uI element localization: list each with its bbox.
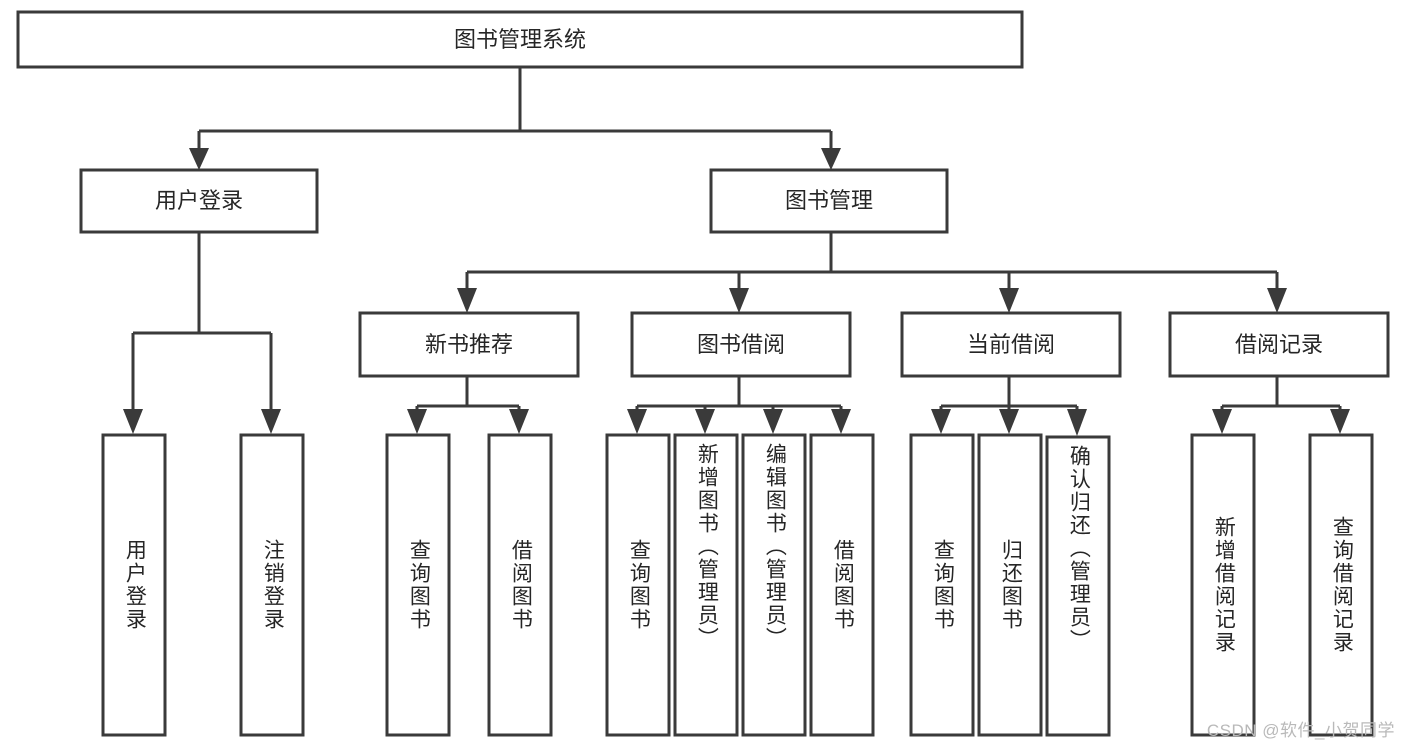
connector-group-new-book-recommend (407, 376, 529, 434)
node-leaf-user-login-box[interactable] (101, 433, 167, 737)
node-leaf-query-book-2-box[interactable] (605, 433, 671, 737)
arrow-head-leaf-borrow-book-2 (831, 409, 851, 434)
arrow-head-leaf-add-record (1212, 409, 1232, 434)
node-borrow-record[interactable]: 借阅记录 (1168, 311, 1390, 378)
node-book-manage[interactable]: 图书管理 (709, 168, 949, 234)
node-borrow-record-box[interactable] (1168, 311, 1390, 378)
node-new-book-recommend-label: 新书推荐 (425, 332, 513, 357)
node-leaf-borrow-book-1-box[interactable] (487, 433, 553, 737)
node-current-borrow-label: 当前借阅 (967, 332, 1055, 357)
node-leaf-user-logout-box[interactable] (239, 433, 305, 737)
arrow-head-user-login (189, 148, 209, 170)
node-current-borrow-box[interactable] (900, 311, 1122, 378)
connector-group-book-borrow (627, 376, 851, 434)
arrow-head-book-manage (821, 148, 841, 170)
node-leaf-add-book-box[interactable] (673, 433, 739, 737)
node-user-login-label: 用户登录 (155, 188, 243, 213)
arrow-head-leaf-return-book (999, 409, 1019, 434)
node-book-borrow-label: 图书借阅 (697, 332, 785, 357)
arrow-head-leaf-add-book (695, 409, 715, 434)
arrow-head-new-book-recommend (457, 288, 477, 313)
node-leaf-query-record-box[interactable] (1308, 433, 1374, 737)
node-leaf-add-record-box[interactable] (1190, 433, 1256, 737)
node-borrow-record-label: 借阅记录 (1235, 332, 1323, 357)
arrow-head-leaf-borrow-book-1 (509, 409, 529, 434)
arrow-head-leaf-user-logout (261, 409, 281, 434)
node-book-borrow[interactable]: 图书借阅 (630, 311, 852, 378)
connector-group-book-manage (457, 232, 1287, 313)
connector-group-borrow-record (1212, 376, 1350, 434)
node-leaf-edit-book-box[interactable] (741, 433, 807, 737)
node-current-borrow[interactable]: 当前借阅 (900, 311, 1122, 378)
arrow-head-leaf-confirm-return (1067, 409, 1087, 436)
connector-group-root (189, 67, 841, 170)
node-new-book-recommend[interactable]: 新书推荐 (358, 311, 580, 378)
node-book-manage-box[interactable] (709, 168, 949, 234)
arrow-head-borrow-record (1267, 288, 1287, 313)
arrow-head-leaf-edit-book (763, 409, 783, 434)
connector-group-current-borrow (931, 376, 1087, 436)
node-leaf-borrow-book-2-box[interactable] (809, 433, 875, 737)
node-user-login-box[interactable] (79, 168, 319, 234)
connector-group-user-login (123, 232, 281, 434)
node-leaf-return-book-box[interactable] (977, 433, 1043, 737)
arrow-head-leaf-user-login (123, 409, 143, 434)
node-root-label: 图书管理系统 (454, 27, 586, 52)
arrow-head-leaf-query-book-2 (627, 409, 647, 434)
node-book-borrow-box[interactable] (630, 311, 852, 378)
arrow-head-leaf-query-book-3 (931, 409, 951, 434)
arrow-head-current-borrow (999, 288, 1019, 313)
node-root-box[interactable] (16, 10, 1024, 69)
node-book-manage-label: 图书管理 (785, 188, 873, 213)
node-leaf-query-book-1-box[interactable] (385, 433, 451, 737)
arrow-head-leaf-query-book-1 (407, 409, 427, 434)
arrow-head-leaf-query-record (1330, 409, 1350, 434)
node-leaf-query-book-3-box[interactable] (909, 433, 975, 737)
node-new-book-recommend-box[interactable] (358, 311, 580, 378)
watermark-text: CSDN @软件_小贺同学 (1206, 721, 1395, 740)
node-root[interactable]: 图书管理系统 (16, 10, 1024, 69)
node-leaf-confirm-return-box[interactable] (1045, 435, 1111, 737)
arrow-head-book-borrow (729, 288, 749, 313)
node-user-login[interactable]: 用户登录 (79, 168, 319, 234)
